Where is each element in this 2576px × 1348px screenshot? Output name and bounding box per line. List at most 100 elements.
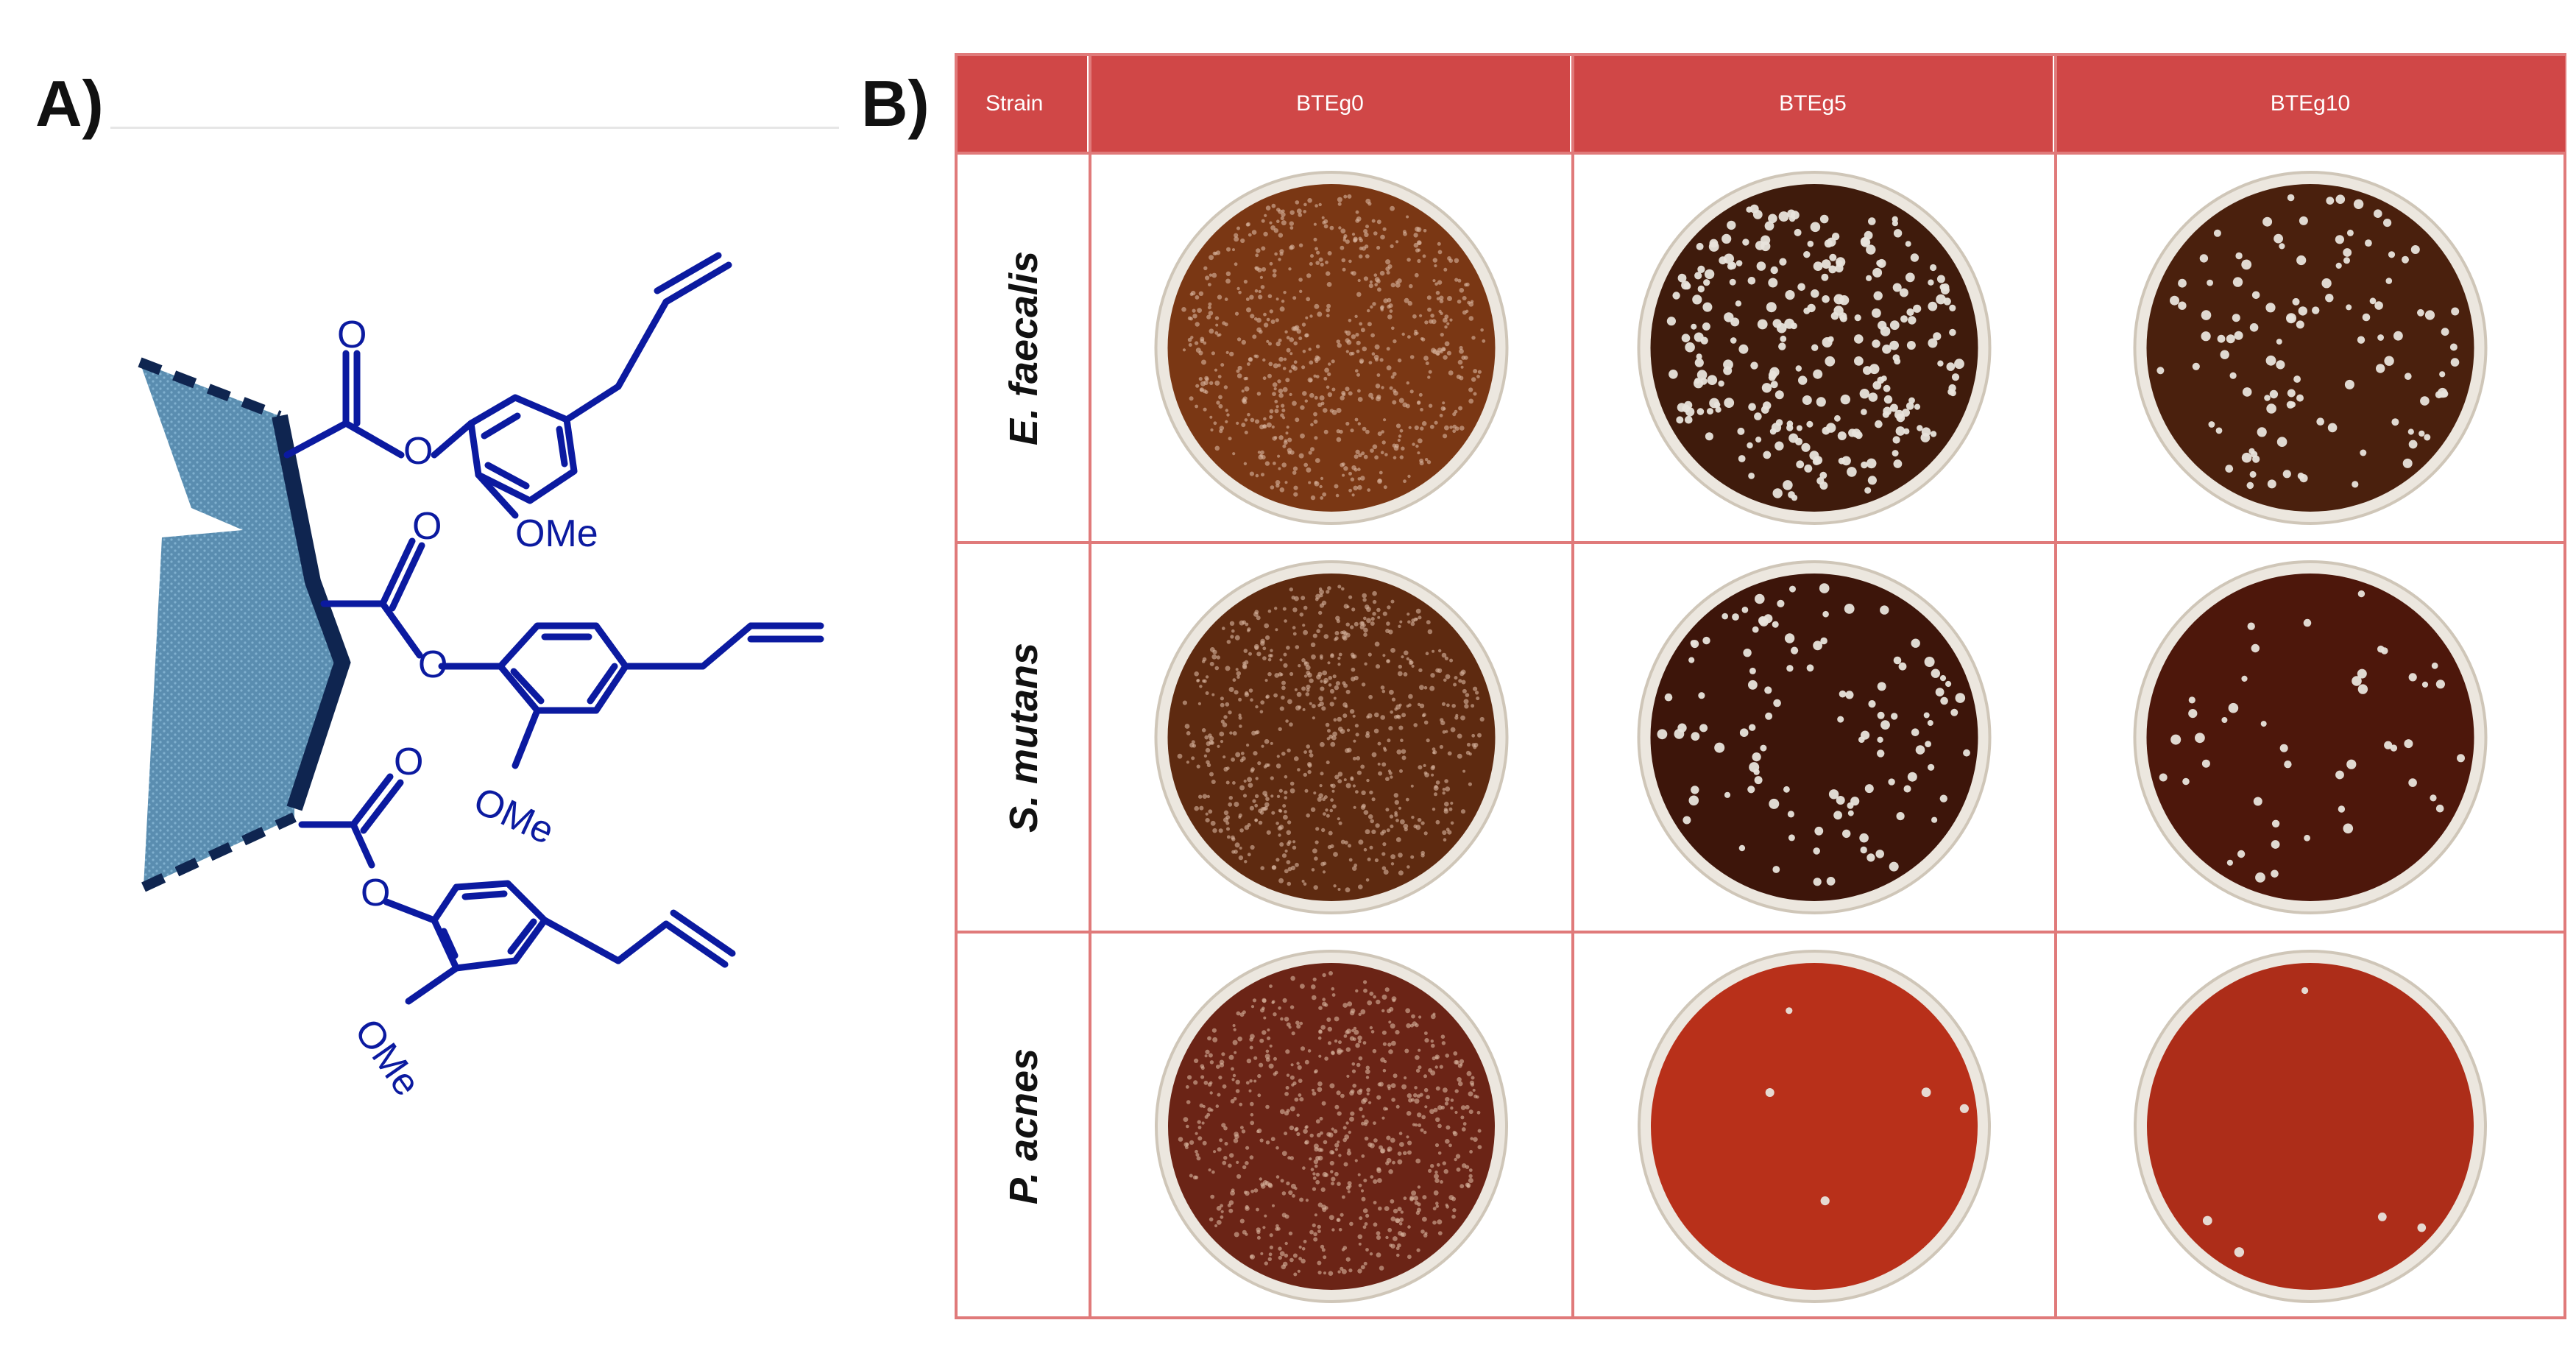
colony (1914, 403, 1921, 410)
colony (1340, 228, 1346, 234)
header-strain: Strain (958, 56, 1090, 152)
colony (1211, 1028, 1217, 1033)
colony (2269, 389, 2279, 399)
colony (1432, 808, 1436, 811)
colony (1196, 764, 1200, 769)
colony (1423, 356, 1429, 361)
colony (1211, 1170, 1215, 1174)
colony (1869, 364, 1880, 375)
colony (1260, 285, 1265, 289)
petri-dish (1091, 934, 1571, 1319)
colony (1923, 712, 1930, 719)
colony (1812, 457, 1821, 465)
colony (1764, 221, 1774, 231)
colony (1349, 709, 1355, 714)
colony (1263, 1016, 1267, 1020)
colony (1407, 300, 1412, 306)
colony (1293, 341, 1298, 346)
colony (1278, 392, 1284, 398)
colony (1791, 211, 1800, 220)
colony (1296, 1062, 1300, 1065)
colony (1450, 1098, 1454, 1102)
colony (2435, 680, 2445, 689)
colony (1257, 761, 1262, 766)
colony (1415, 825, 1421, 830)
colony (1264, 1181, 1270, 1186)
colony (1404, 650, 1409, 656)
header-col-3: BTEg10 (2056, 56, 2565, 152)
colony (1700, 336, 1708, 345)
colony (2296, 394, 2304, 402)
colony (1432, 747, 1436, 752)
colony (1399, 1217, 1404, 1222)
colony (1839, 295, 1850, 306)
colony (1260, 638, 1265, 644)
colony (1872, 339, 1880, 348)
colony (1443, 317, 1448, 323)
colony (1345, 421, 1350, 426)
colony (1390, 282, 1395, 288)
colony (1283, 357, 1287, 361)
colony (1351, 1062, 1356, 1066)
colony (1387, 1087, 1391, 1090)
colony (1317, 1036, 1322, 1040)
colony (1434, 420, 1438, 425)
colony (1834, 414, 1841, 422)
colony (2237, 850, 2246, 858)
colony (1342, 1126, 1347, 1130)
colony (1260, 450, 1264, 455)
colony (2408, 440, 2418, 449)
colony (1420, 821, 1425, 825)
colony (1338, 1154, 1342, 1157)
colony (1450, 727, 1456, 733)
colony (1433, 786, 1439, 791)
colony (1331, 1151, 1335, 1154)
colony (2217, 334, 2226, 343)
colony (1195, 1153, 1200, 1157)
colony (1317, 1087, 1323, 1093)
colony (1954, 359, 1964, 370)
colony (1199, 388, 1203, 392)
colony (1278, 356, 1284, 362)
colony (2451, 307, 2460, 316)
colony (1185, 1146, 1189, 1149)
colony (1279, 1251, 1285, 1257)
colony (1443, 434, 1448, 439)
colony (1387, 264, 1393, 269)
colony (1321, 706, 1326, 711)
colony (1253, 317, 1258, 321)
colony (1813, 369, 1823, 379)
colony (1345, 387, 1350, 392)
colony (1356, 373, 1360, 377)
colony (2420, 396, 2430, 406)
colony (2335, 194, 2346, 204)
colony (1397, 1207, 1402, 1212)
colony (1226, 413, 1230, 417)
colony (1777, 599, 1785, 607)
colony (1397, 671, 1403, 677)
colony (1365, 1248, 1369, 1252)
colony (1442, 730, 1446, 734)
colony (1289, 210, 1295, 215)
colony (2235, 252, 2243, 260)
colony (2286, 313, 2296, 324)
colony (1417, 1185, 1421, 1189)
colony (1412, 314, 1417, 319)
colony (1361, 1098, 1367, 1104)
colony (1290, 975, 1295, 981)
colony (1223, 1126, 1228, 1131)
colony (1314, 1147, 1319, 1152)
colony (1312, 716, 1315, 720)
colony (1337, 772, 1343, 777)
colony (1452, 1208, 1457, 1213)
colony (1363, 632, 1367, 637)
colony (1357, 1268, 1362, 1274)
colony (1444, 1101, 1449, 1106)
colony (2276, 360, 2285, 370)
colony (1392, 400, 1397, 405)
colony (1273, 363, 1278, 369)
colony (1314, 204, 1318, 208)
colony (1685, 407, 1695, 417)
colony (1346, 339, 1352, 345)
colony (1872, 267, 1883, 278)
